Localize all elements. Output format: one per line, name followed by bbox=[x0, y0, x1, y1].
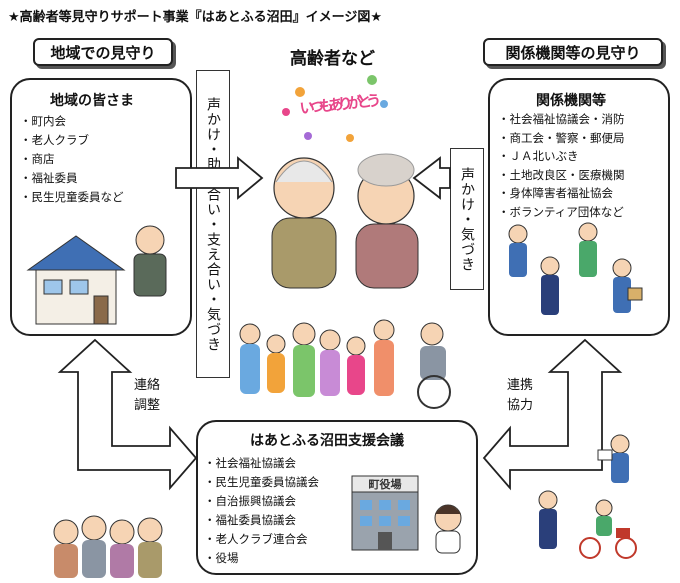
right-vertical-text: 声かけ・気づき bbox=[459, 166, 475, 272]
left-box-heading: 地域の皆さま bbox=[50, 93, 134, 109]
left-vertical-card: 声かけ・助け合い・支え合い・気づき bbox=[196, 70, 230, 378]
right-box-list: 社会福祉協議会・消防 商工会・警察・郵便局 ＪＡ北いぶき 土地改良区・医療機関 … bbox=[498, 110, 625, 221]
right-box-heading: 関係機関等 bbox=[536, 93, 606, 109]
list-item: 老人クラブ連合会 bbox=[204, 530, 319, 549]
elderly-group-illustration bbox=[53, 515, 163, 578]
building-sign: 町役場 bbox=[369, 477, 402, 491]
left-coordination-arrow bbox=[57, 338, 198, 491]
support-meeting-box: はあとふる沼田支援会議 社会福祉協議会 民生児童委員協議会 自治振興協議会 福祉… bbox=[196, 420, 478, 575]
town-hall-illustration: 町役場 bbox=[351, 475, 419, 551]
thank-you-text: いつもありがとう bbox=[299, 91, 382, 117]
center-title: 高齢者など bbox=[290, 49, 375, 69]
list-item: 福祉委員 bbox=[20, 169, 124, 188]
support-meeting-heading: はあとふる沼田支援会議 bbox=[250, 433, 404, 449]
house-illustration bbox=[26, 235, 126, 325]
family-group-illustration bbox=[239, 319, 451, 409]
man-in-suit-illustration bbox=[133, 225, 167, 297]
right-to-center-arrow bbox=[412, 156, 451, 200]
list-item: 土地改良区・医療機関 bbox=[498, 166, 625, 185]
list-item: 商工会・警察・郵便局 bbox=[498, 129, 625, 148]
support-meeting-list: 社会福祉協議会 民生児童委員協議会 自治振興協議会 福祉委員協議会 老人クラブ連… bbox=[204, 454, 320, 568]
elderly-couple-illustration bbox=[271, 153, 419, 289]
agency-staff-illustration bbox=[508, 222, 643, 315]
list-item: 役場 bbox=[204, 549, 319, 568]
list-item: 身体障害者福祉協会 bbox=[498, 184, 625, 203]
list-item: ボランティア団体など bbox=[498, 203, 625, 222]
list-item: 民生児童委員など bbox=[20, 188, 124, 207]
list-item: 商店 bbox=[20, 150, 124, 169]
list-item: 社会福祉協議会・消防 bbox=[498, 110, 625, 129]
list-item: 老人クラブ bbox=[20, 131, 124, 150]
right-arrow-label: 連携 協力 bbox=[507, 378, 534, 413]
list-item: 自治振興協議会 bbox=[204, 492, 319, 511]
left-box-list: 町内会 老人クラブ 商店 福祉委員 民生児童委員など bbox=[20, 112, 124, 207]
right-cooperation-arrow bbox=[482, 338, 623, 491]
right-vertical-card: 声かけ・気づき bbox=[450, 148, 484, 290]
staff-woman-illustration bbox=[434, 504, 462, 554]
left-tag: 地域での見守り bbox=[33, 38, 173, 66]
list-item: 町内会 bbox=[20, 112, 124, 131]
right-tag: 関係機関等の見守り bbox=[483, 38, 663, 66]
left-to-center-arrow bbox=[175, 156, 264, 200]
left-vertical-text: 声かけ・助け合い・支え合い・気づき bbox=[205, 96, 221, 352]
list-item: 福祉委員協議会 bbox=[204, 511, 319, 530]
list-item: ＪＡ北いぶき bbox=[498, 147, 625, 166]
left-arrow-label: 連絡 調整 bbox=[134, 378, 161, 413]
thank-you-banner: いつもありがとう bbox=[282, 75, 388, 142]
community-workers-illustration bbox=[538, 434, 637, 559]
list-item: 民生児童委員協議会 bbox=[204, 473, 320, 492]
list-item: 社会福祉協議会 bbox=[204, 454, 319, 473]
page-title: ★高齢者等見守りサポート事業『はあとふる沼田』イメージ図★ bbox=[8, 10, 383, 25]
